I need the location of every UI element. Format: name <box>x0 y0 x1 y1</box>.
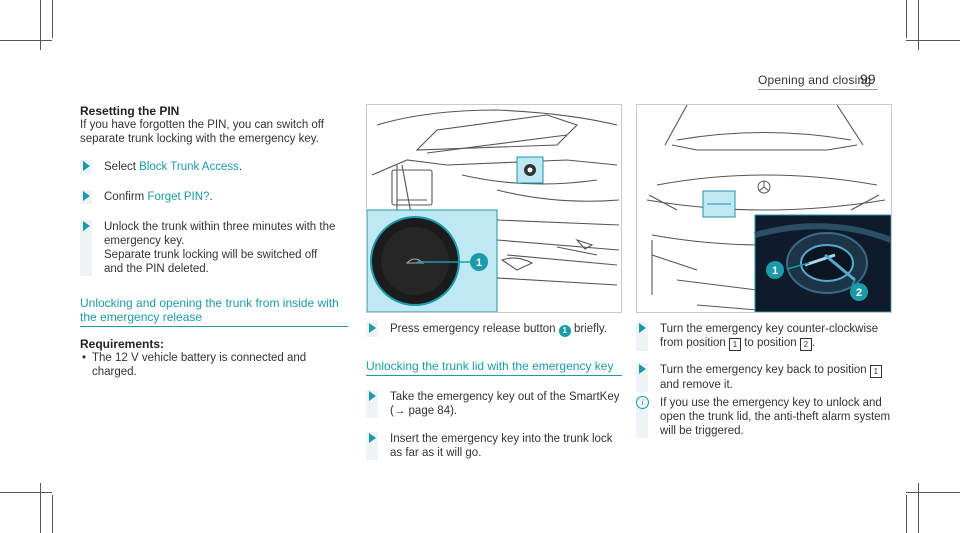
position-1-icon: 1 <box>869 365 882 378</box>
trunk-interior-drawing: 1 <box>367 109 620 312</box>
step-confirm: Confirm Forget PIN?. <box>80 190 350 204</box>
intro-line: separate trunk locking with the emergenc… <box>80 133 319 145</box>
crop-mark <box>906 0 907 38</box>
callout-1-label: 1 <box>476 257 482 269</box>
arrow-icon <box>83 221 90 231</box>
section-rule <box>366 375 622 376</box>
highlight-box <box>516 156 544 184</box>
step-turn-key: Turn the emergency key counter-clockwise… <box>636 322 906 351</box>
section-heading-emergency-key: Unlocking the trunk lid with the emergen… <box>366 359 614 373</box>
column-1: Resetting the PIN If you have forgotten … <box>80 104 350 379</box>
crop-mark <box>918 483 919 533</box>
column-2: Press emergency release button 1 briefly… <box>366 322 626 460</box>
intro-line: If you have forgotten the PIN, you can s… <box>80 119 324 131</box>
crop-mark <box>52 0 53 38</box>
running-header: Opening and closing <box>758 73 872 87</box>
info-note: i If you use the emergency key to unlock… <box>636 396 906 438</box>
illustration-car-rear: 1 2 <box>636 104 892 313</box>
arrow-icon <box>639 364 646 374</box>
callout-2-label: 2 <box>856 287 862 299</box>
page-number: 99 <box>860 71 876 87</box>
callout-badge: 1 <box>558 325 571 337</box>
step-press-release: Press emergency release button 1 briefly… <box>366 322 626 337</box>
crop-mark <box>906 495 907 533</box>
step-take-key: Take the emergency key out of the SmartK… <box>366 390 626 418</box>
column-3: Turn the emergency key counter-clockwise… <box>636 322 906 438</box>
bullet-icon: • <box>82 352 87 364</box>
callout-2 <box>850 283 868 301</box>
car-rear-drawing: 1 2 <box>646 105 891 312</box>
crop-mark <box>906 40 960 41</box>
info-icon: i <box>636 396 649 409</box>
crop-mark <box>0 492 52 493</box>
page-reference-link[interactable]: (→ page 84). <box>390 405 458 417</box>
arrow-icon <box>369 391 376 401</box>
section-heading-emergency-release: Unlocking and opening the trunk from ins… <box>80 296 339 324</box>
crop-mark <box>40 483 41 533</box>
car-trunk-icon <box>405 258 425 264</box>
menu-item-forget-pin[interactable]: Forget PIN? <box>147 191 210 203</box>
arrow-icon <box>369 433 376 443</box>
step-unlock-trunk: Unlock the trunk within three minutes wi… <box>80 220 350 276</box>
crop-mark <box>906 492 960 493</box>
requirement-item: • The 12 V vehicle battery is connected … <box>82 352 307 378</box>
step-select: Select Block Trunk Access. <box>80 160 350 174</box>
step-insert-key: Insert the emergency key into the trunk … <box>366 432 626 460</box>
crop-mark <box>918 0 919 50</box>
step-turn-back: Turn the emergency key back to position … <box>636 363 906 392</box>
position-2-icon: 2 <box>799 338 812 351</box>
crop-mark <box>40 0 41 50</box>
arrow-icon <box>83 191 90 201</box>
illustration-trunk-interior: 1 <box>366 104 622 313</box>
menu-item-block-trunk-access[interactable]: Block Trunk Access <box>139 161 239 173</box>
header-rule <box>758 89 878 90</box>
callout-1 <box>766 261 784 279</box>
arrow-icon <box>83 161 90 171</box>
requirements-heading: Requirements: <box>80 337 165 351</box>
crop-mark <box>0 40 52 41</box>
arrow-icon <box>369 323 376 333</box>
position-1-icon: 1 <box>729 338 742 351</box>
crop-mark <box>52 495 53 533</box>
heading-resetting-pin: Resetting the PIN <box>80 104 180 118</box>
arrow-icon <box>639 323 646 333</box>
callout-1-label: 1 <box>772 265 778 277</box>
callout-1 <box>470 253 488 271</box>
section-rule <box>80 326 348 327</box>
